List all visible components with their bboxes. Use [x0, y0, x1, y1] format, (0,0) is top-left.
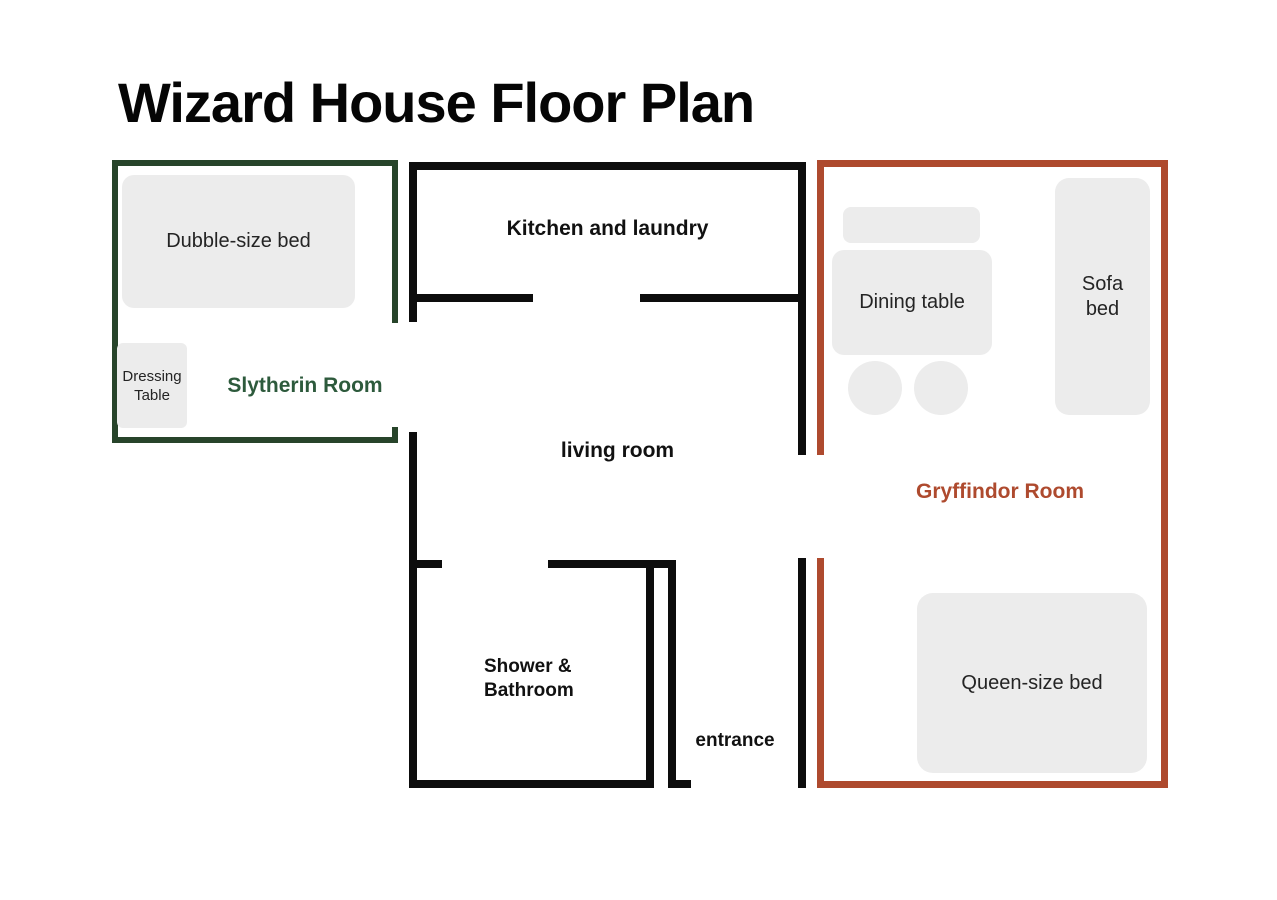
wall-kitchen-bottom-right [640, 294, 806, 302]
wall-entrance-left [668, 560, 676, 788]
slytherin-wall-right-corner [392, 427, 398, 443]
bathroom-label-line2: Bathroom [484, 680, 574, 701]
gryffindor-wall-left-upper [817, 160, 824, 455]
wall-bathroom-right [646, 560, 654, 788]
slytherin-wall-right-upper [392, 160, 398, 323]
kitchen-label: Kitchen and laundry [506, 217, 709, 240]
dressing-table-label-line1: Dressing [122, 367, 182, 385]
page-title: Wizard House Floor Plan [118, 71, 755, 134]
dressing-table: Dressing Table [117, 343, 187, 428]
bathroom-label-line1: Shower & [484, 656, 572, 677]
entrance-label: entrance [695, 730, 775, 751]
wall-bathroom-bottom [409, 780, 654, 788]
wall-bathroom-top [548, 560, 676, 568]
dining-bench [843, 207, 980, 243]
double-bed: Dubble-size bed [122, 175, 355, 308]
dining-table: Dining table [832, 250, 992, 355]
dining-chair-left [848, 361, 902, 415]
gryffindor-wall-right [1161, 160, 1168, 788]
gryffindor-wall-left-lower [817, 558, 824, 788]
bathroom-label: Shower & Bathroom [484, 655, 574, 703]
gryffindor-room-label: Gryffindor Room [916, 480, 1084, 503]
slytherin-room-label: Slytherin Room [227, 374, 383, 397]
wall-kitchen-bottom-left [409, 294, 533, 302]
slytherin-wall-bottom [112, 437, 398, 443]
gryffindor-wall-bottom [817, 781, 1168, 788]
wall-house-top [409, 162, 806, 170]
slytherin-wall-left [112, 160, 118, 443]
wall-house-left-upper [409, 162, 417, 322]
slytherin-wall-top [112, 160, 398, 166]
queen-bed-label: Queen-size bed [961, 671, 1103, 694]
sofa-bed-label-line1: Sofa [1081, 272, 1124, 295]
dining-chair-right [914, 361, 968, 415]
gryffindor-wall-top [817, 160, 1168, 167]
wall-house-right-upper [798, 162, 806, 455]
wall-house-right-lower [798, 558, 806, 788]
double-bed-label: Dubble-size bed [166, 230, 311, 252]
sofa-bed-label-line2: bed [1085, 297, 1120, 320]
dining-table-label: Dining table [859, 291, 965, 313]
wall-entrance-foot [668, 780, 691, 788]
dressing-table-label-line2: Table [134, 386, 170, 404]
wall-house-left-lower [409, 432, 417, 788]
living-room-label: living room [560, 439, 675, 462]
queen-bed: Queen-size bed [917, 593, 1147, 773]
wall-bathroom-stub-left [409, 560, 442, 568]
sofa-bed: Sofa bed [1055, 178, 1150, 415]
